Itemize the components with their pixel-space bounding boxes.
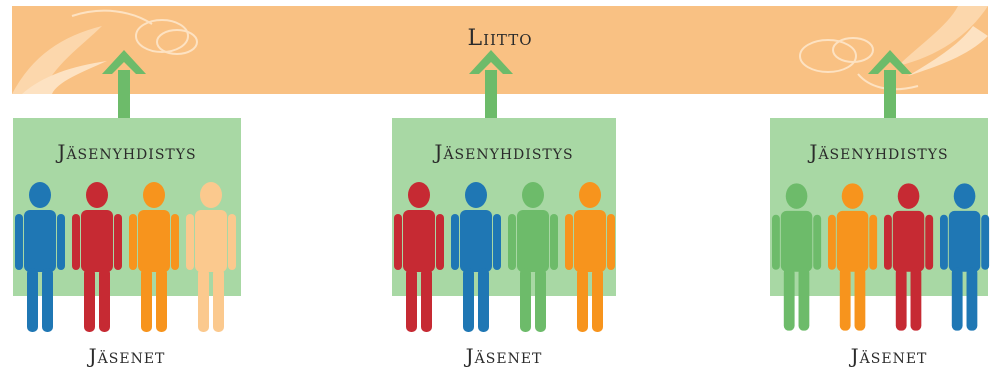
person-icon [394,182,444,332]
up-arrow-icon [469,50,513,122]
person-icon [15,182,65,332]
member-group [15,182,236,332]
members-label: Jäsenet [850,344,928,368]
left-ornament-icon [12,9,198,94]
federation-banner: Liitto [12,6,988,94]
up-arrow-icon [102,50,146,122]
person-icon [565,182,615,332]
person-icon [828,183,878,331]
person-icon [772,183,822,331]
up-arrow-icon [868,50,912,122]
person-icon [129,182,179,332]
member-group [394,182,615,332]
right-ornament-icon [799,6,988,91]
person-icon [940,183,990,331]
members-label: Jäsenet [88,344,166,368]
person-icon [186,182,236,332]
member-group [772,183,990,331]
association-label: Jäsenyhdistys [809,140,949,164]
federation-label: Liitto [467,26,533,51]
person-icon [72,182,122,332]
members-label: Jäsenet [465,344,543,368]
association-label: Jäsenyhdistys [57,140,197,164]
person-icon [884,183,934,331]
person-icon [508,182,558,332]
association-label: Jäsenyhdistys [434,140,574,164]
person-icon [451,182,501,332]
